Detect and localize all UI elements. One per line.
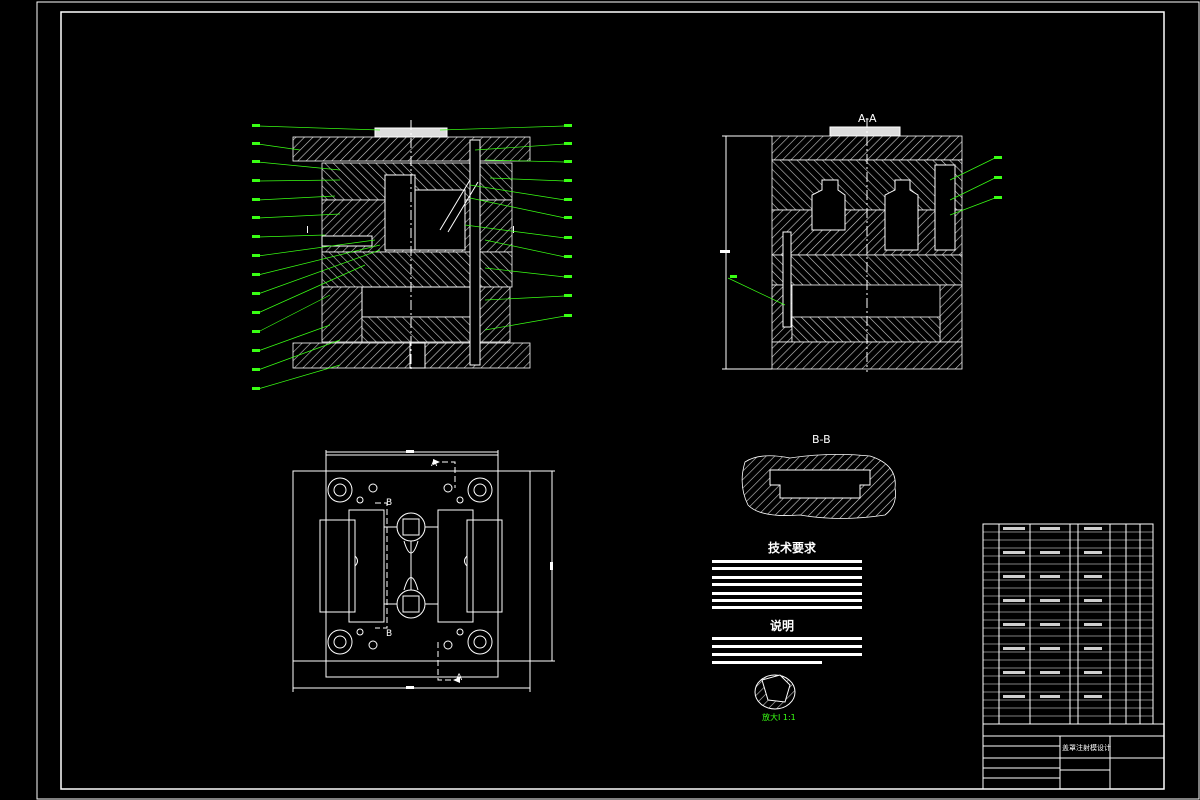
detail-mark-left: I [306, 225, 309, 236]
section-aa-view [720, 118, 963, 372]
plan-view: A A B B [292, 450, 555, 692]
leader-lines-left [257, 125, 566, 390]
detail-label: 放大I 1:1 [762, 712, 796, 722]
title-block [982, 723, 1165, 790]
explanation-text [712, 637, 862, 664]
detail-mark-right: I [512, 225, 515, 236]
section-mark-a-bottom: A [456, 673, 463, 683]
section-mark-b-top: B [386, 498, 392, 508]
tech-requirements-text [712, 560, 862, 609]
parts-list-rows [983, 531, 1153, 717]
leader-lines-right [727, 157, 996, 306]
explanation-title: 说明 [770, 618, 794, 633]
main-section-view: I I [292, 120, 531, 370]
section-bb-title: B-B [812, 433, 831, 446]
part-number-markers [252, 124, 572, 390]
part-number-markers-right [730, 156, 1002, 278]
section-mark-a-top: A [431, 459, 438, 469]
drawing-name: 盖罩注射模设计 [1062, 743, 1111, 752]
parts-list-entries [1003, 527, 1102, 698]
section-bb-view [741, 454, 896, 519]
section-mark-b-bottom: B [386, 629, 392, 639]
inner-border [60, 11, 1165, 790]
tech-requirements-title: 技术要求 [768, 540, 817, 555]
detail-enlarged-view: 放大I 1:1 [754, 674, 796, 722]
section-aa-title: A-A [858, 112, 877, 125]
outer-border [36, 1, 1200, 800]
